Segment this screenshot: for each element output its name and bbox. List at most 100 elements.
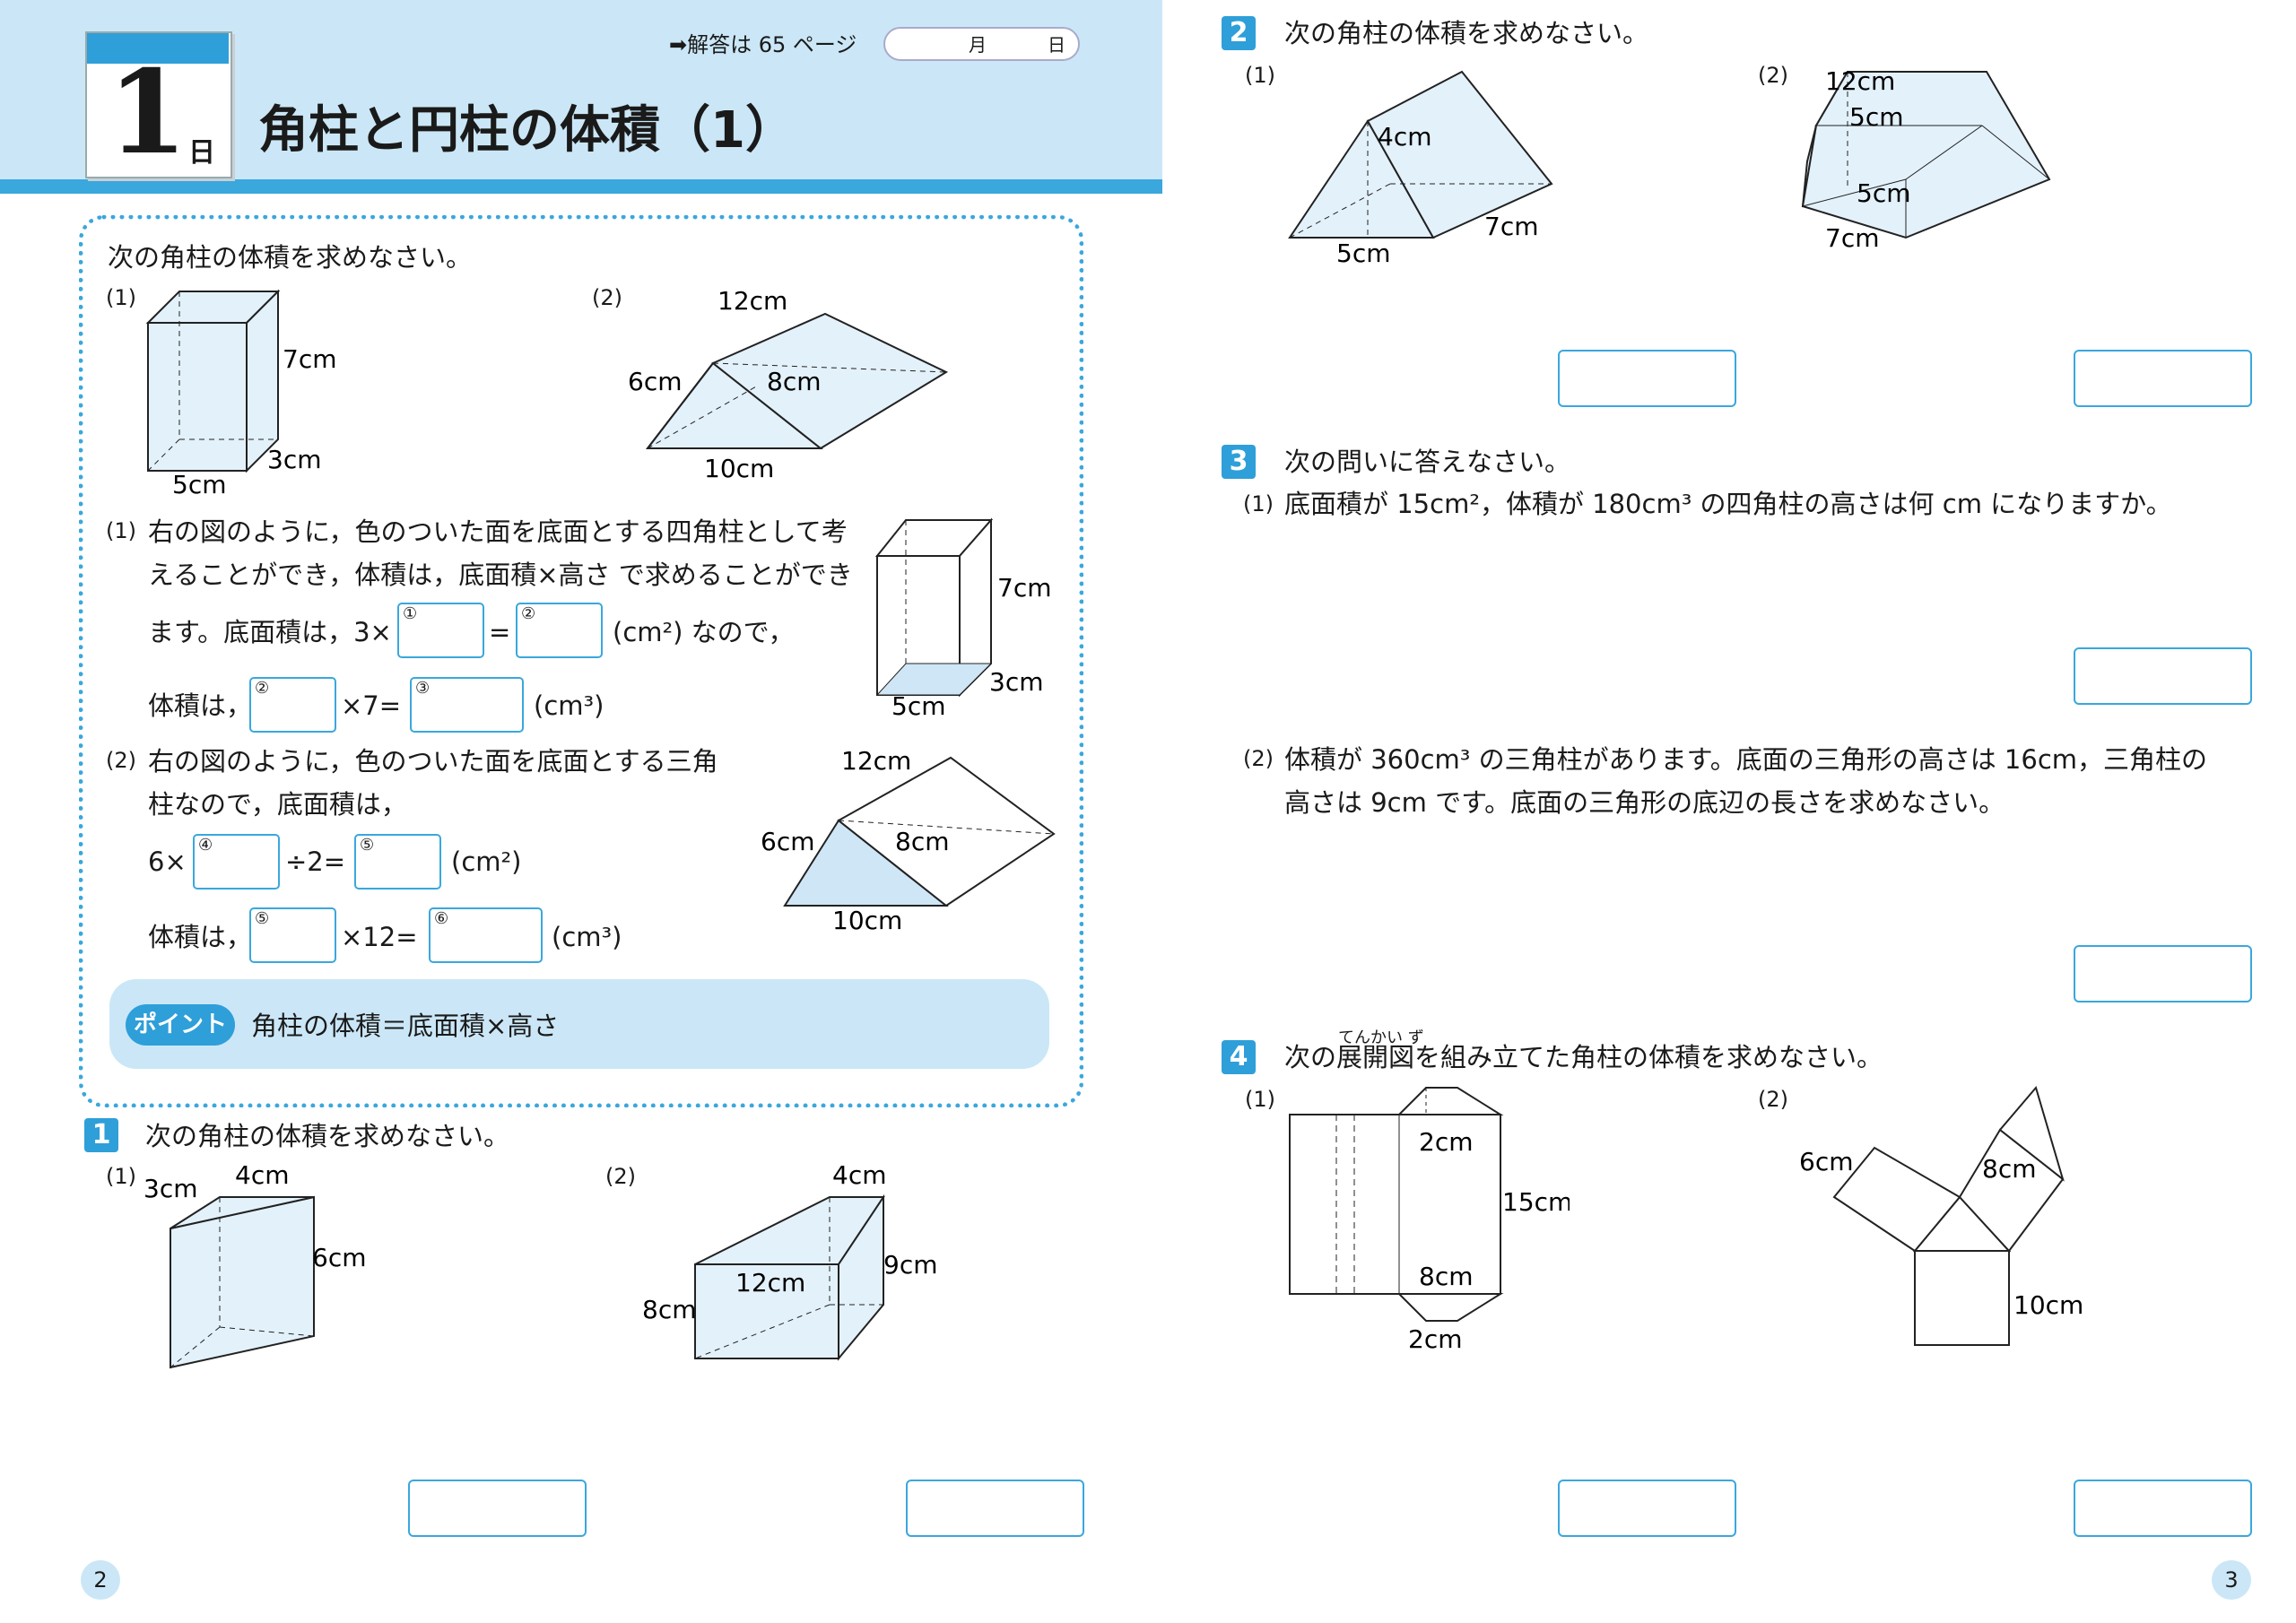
q2f2-b: 5cm — [1849, 102, 1903, 132]
box-label-3: ③ — [415, 679, 430, 698]
q1f2-b: 9cm — [883, 1250, 937, 1280]
q2f2-d: 7cm — [1825, 223, 1879, 253]
q2-fig1: 4cm 5cm 7cm — [1288, 70, 1553, 268]
q3-problem2-line2: 高さは 9cm です。底面の三角形の底辺の長さを求めなさい。 — [1284, 787, 2005, 818]
example-instruction: 次の角柱の体積を求めなさい。 — [108, 242, 473, 273]
answer-box-2[interactable]: ② — [516, 603, 603, 658]
answer-box-2b[interactable]: ② — [249, 677, 336, 733]
q4f2-b: 8cm — [1982, 1154, 2036, 1184]
q2-answer-box-1[interactable] — [1558, 350, 1736, 407]
q4-fig2-net: 6cm 8cm 10cm — [1799, 1085, 2083, 1346]
q2-answer-box-2[interactable] — [2074, 350, 2252, 407]
page-number-right: 3 — [2212, 1560, 2251, 1600]
box-label-4: ④ — [198, 836, 213, 855]
ex-p1-unit1: (cm²) なので， — [613, 617, 795, 647]
q1-sub2: (2) — [605, 1164, 636, 1189]
ex-p2-line2: 柱なので，底面積は， — [148, 789, 407, 820]
example-fig1-box: 7cm 3cm 5cm — [145, 289, 336, 499]
q2-fig2: 12cm 5cm 5cm 7cm — [1801, 66, 2051, 253]
q4-instruction-b: を組み立てた角柱の体積を求めなさい。 — [1414, 1042, 1883, 1072]
q1f1-b: 4cm — [235, 1160, 289, 1190]
fig1-w-label: 5cm — [172, 470, 226, 499]
side-d-label: 3cm — [989, 667, 1043, 697]
q4-sub1: (1) — [1245, 1087, 1275, 1112]
q1-number: 1 — [84, 1118, 118, 1152]
q4-sub2: (2) — [1758, 1087, 1788, 1112]
ex-p1-line1: 右の図のように，色のついた面を底面とする四角柱として考 — [148, 516, 848, 547]
q4f1-a: 2cm — [1419, 1127, 1473, 1157]
answer-box-5b[interactable]: ⑤ — [249, 907, 336, 963]
ex-p2-x12: ×12= — [341, 922, 418, 952]
example-side-prism: 12cm 6cm 8cm 10cm — [761, 746, 1056, 935]
q3-problem1: 底面積が 15cm²，体積が 180cm³ の四角柱の高さは何 cm になります… — [1284, 489, 2172, 519]
q1-answer-box-1[interactable] — [408, 1480, 587, 1537]
q4-number: 4 — [1222, 1040, 1256, 1074]
q2-number: 2 — [1222, 16, 1256, 50]
page-title: 角柱と円柱の体積（1） — [258, 101, 796, 160]
q4f1-d: 2cm — [1408, 1324, 1462, 1354]
q3-instruction: 次の問いに答えなさい。 — [1284, 447, 1571, 477]
answer-box-1[interactable]: ① — [397, 603, 484, 658]
q2-sub2: (2) — [1758, 63, 1788, 88]
ex-p1-line2: えることができ，体積は，底面積×高さ で求めることができ — [148, 560, 853, 590]
answer-box-5[interactable]: ⑤ — [354, 834, 441, 890]
side-h-label: 7cm — [997, 573, 1051, 603]
day-number: 1 — [108, 46, 188, 180]
side2-bottom-label: 10cm — [832, 906, 902, 935]
q2f2-a: 12cm — [1825, 66, 1895, 96]
ex-p1-number: (1) — [106, 518, 136, 543]
q2-instruction: 次の角柱の体積を求めなさい。 — [1284, 18, 1649, 48]
page-number-left: 2 — [81, 1560, 120, 1600]
answer-reference: ➡解答は 65 ページ — [669, 32, 857, 57]
example-side-box: 7cm 3cm 5cm — [874, 517, 1051, 721]
q2f1-b: 5cm — [1336, 239, 1390, 268]
box-label-2: ② — [521, 604, 536, 623]
q1f2-d: 8cm — [642, 1295, 696, 1324]
q3-answer-box-1[interactable] — [2074, 647, 2252, 705]
q4-instruction-a: 次の — [1284, 1042, 1337, 1072]
q3-number: 3 — [1222, 445, 1256, 479]
side-w-label: 5cm — [891, 691, 945, 721]
ex-p2-line4: 体積は， — [148, 922, 253, 952]
q4-fig1-net: 2cm 15cm 8cm 2cm — [1289, 1087, 1570, 1354]
q1-instruction: 次の角柱の体積を求めなさい。 — [145, 1121, 510, 1151]
q4f2-c: 10cm — [2013, 1290, 2083, 1320]
fig2-bottom-label: 10cm — [704, 454, 774, 483]
answer-box-4[interactable]: ④ — [193, 834, 280, 890]
q1f2-a: 4cm — [832, 1160, 886, 1190]
day-label: 日 — [188, 137, 215, 169]
box-label-5: ⑤ — [360, 836, 375, 855]
ex-p2-number: (2) — [106, 748, 136, 773]
q1-fig2: 4cm 9cm 12cm 8cm — [642, 1160, 937, 1361]
point-text: 角柱の体積＝底面積×高さ — [251, 1011, 560, 1041]
q2-sub1: (1) — [1245, 63, 1275, 88]
fig2-top-label: 12cm — [718, 286, 787, 316]
side2-top-label: 12cm — [841, 746, 911, 776]
q4-ruby: てんかい ず — [1338, 1028, 1424, 1047]
q3-problem2-line1: 体積が 360cm³ の三角柱があります。底面の三角形の高さは 16cm，三角柱… — [1284, 744, 2208, 775]
month-label: 月 — [969, 34, 987, 56]
answer-box-3[interactable]: ③ — [410, 677, 524, 733]
point-badge: ポイント — [126, 1004, 235, 1046]
q1-answer-box-2[interactable] — [906, 1480, 1084, 1537]
q3-sub1: (1) — [1243, 491, 1274, 516]
example-frame — [79, 215, 1083, 1107]
q4f2-a: 6cm — [1799, 1147, 1853, 1176]
ex-p1-eq: = — [489, 617, 511, 647]
box-label-5b: ⑤ — [255, 909, 270, 928]
q4-answer-box-1[interactable] — [1558, 1480, 1736, 1537]
q1-fig1: 3cm 4cm 6cm — [144, 1160, 366, 1369]
box-label-2b: ② — [255, 679, 270, 698]
q4-answer-box-2[interactable] — [2074, 1480, 2252, 1537]
side2-left-label: 6cm — [761, 827, 814, 856]
ex-p1-unit2: (cm³) — [534, 690, 604, 721]
answer-box-6[interactable]: ⑥ — [429, 907, 543, 963]
ex-p1-line4: 体積は， — [148, 690, 253, 721]
header-wave — [0, 179, 1162, 194]
date-field[interactable] — [883, 27, 1080, 61]
q2f1-c: 7cm — [1484, 212, 1538, 241]
q3-answer-box-2[interactable] — [2074, 945, 2252, 1002]
q2f1-a: 4cm — [1378, 122, 1431, 152]
ex-p2-unit2: (cm³) — [552, 922, 622, 952]
example-fig1-number: (1) — [106, 285, 136, 310]
